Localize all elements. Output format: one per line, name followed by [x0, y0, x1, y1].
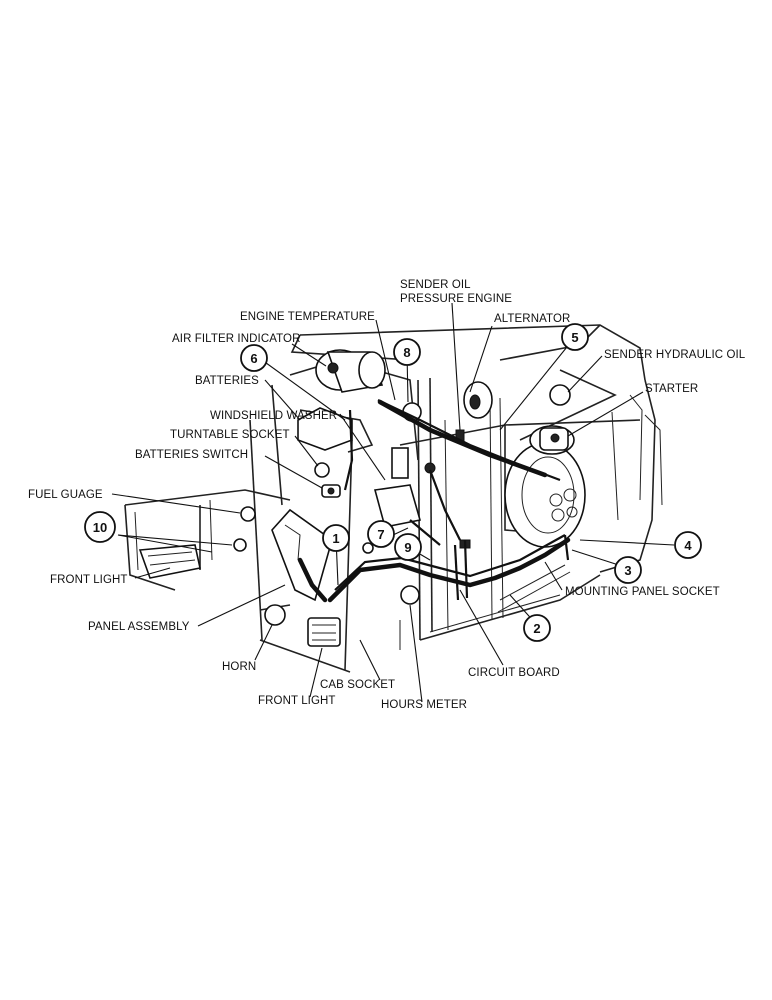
svg-text:1: 1	[332, 531, 339, 546]
panel-assembly-part	[271, 508, 333, 602]
label-batteries-switch: BATTERIES SWITCH	[135, 449, 248, 461]
callout-10: 10	[84, 511, 116, 543]
callout-9: 9	[394, 533, 422, 561]
callout-7: 7	[367, 520, 395, 548]
svg-text:5: 5	[571, 330, 578, 345]
label-air-filter-indicator: AIR FILTER INDICATOR	[172, 333, 301, 345]
label-hours-meter: HOURS METER	[381, 699, 467, 711]
callout-4: 4	[674, 531, 702, 559]
label-cab-socket: CAB SOCKET	[320, 679, 395, 691]
front-light-bottom-part	[307, 617, 341, 647]
turntable-socket-part	[314, 462, 330, 478]
callout-3: 3	[614, 556, 642, 584]
hours-meter-part	[400, 585, 420, 605]
alternator-unit	[463, 381, 493, 419]
svg-text:2: 2	[533, 621, 540, 636]
label-turntable-socket: TURNTABLE SOCKET	[170, 429, 290, 441]
label-alternator: ALTERNATOR	[494, 313, 570, 325]
label-batteries: BATTERIES	[195, 375, 259, 387]
fuel-gauge-part	[240, 506, 256, 522]
svg-text:7: 7	[377, 527, 384, 542]
air-filter-cylinder	[315, 349, 386, 393]
callout-2: 2	[523, 614, 551, 642]
callout-6: 6	[240, 344, 268, 372]
washer-tank	[373, 484, 422, 528]
svg-text:6: 6	[250, 351, 257, 366]
label-sender-oil-pressure-line2: PRESSURE ENGINE	[400, 293, 512, 305]
svg-text:9: 9	[404, 540, 411, 555]
hydraulic-sender	[549, 384, 571, 406]
label-starter: STARTER	[645, 383, 698, 395]
svg-text:8: 8	[403, 345, 410, 360]
svg-text:10: 10	[93, 520, 107, 535]
label-mounting-panel-socket: MOUNTING PANEL SOCKET	[565, 586, 720, 598]
callout-8: 8	[393, 338, 421, 366]
horn-part	[264, 604, 286, 626]
label-sender-oil-pressure-line1: SENDER OIL	[400, 279, 471, 291]
svg-text:4: 4	[684, 538, 692, 553]
label-horn: HORN	[222, 661, 256, 673]
label-fuel-gauge: FUEL GUAGE	[28, 489, 103, 501]
label-front-light-left: FRONT LIGHT	[50, 574, 128, 586]
label-windshield-washer: WINDSHIELD WASHER	[210, 410, 337, 422]
label-front-light-bottom: FRONT LIGHT	[258, 695, 336, 707]
front-light-left-part	[138, 544, 201, 579]
starter-unit	[529, 425, 575, 455]
label-sender-hydraulic-oil: SENDER HYDRAULIC OIL	[604, 349, 746, 361]
callout-5: 5	[561, 323, 589, 351]
circuit-board-block	[391, 447, 409, 479]
callout-1: 1	[322, 524, 350, 552]
wiring-harness	[297, 399, 571, 603]
components	[138, 349, 575, 647]
label-circuit-board: CIRCUIT BOARD	[468, 667, 560, 679]
label-panel-assembly: PANEL ASSEMBLY	[88, 621, 190, 633]
svg-text:3: 3	[624, 563, 631, 578]
label-engine-temperature: ENGINE TEMPERATURE	[240, 311, 375, 323]
batteries-switch-part	[321, 484, 341, 498]
